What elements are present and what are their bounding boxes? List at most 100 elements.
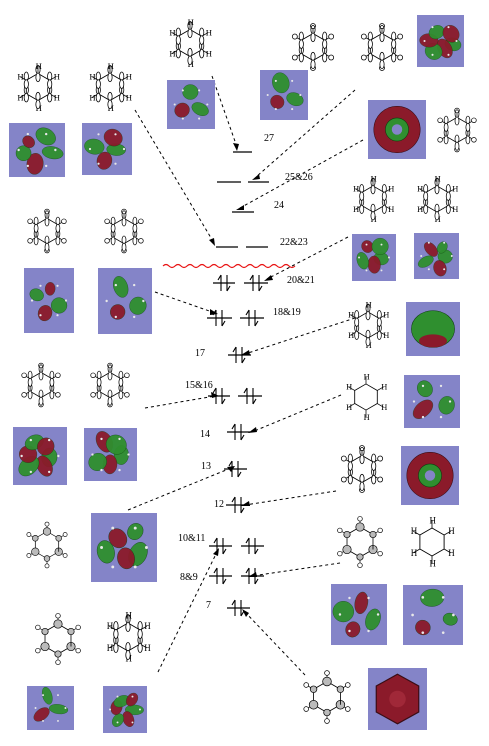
mo-image-25-26-b [417, 15, 464, 67]
connector-25-26 [255, 89, 356, 178]
mo-image-7 [368, 668, 427, 730]
svg-text:H: H [353, 205, 359, 214]
svg-text:H: H [107, 621, 114, 631]
schematic-12 [333, 440, 391, 498]
svg-text:H: H [381, 383, 387, 392]
mo-image-8-9-b [403, 585, 463, 645]
level-label-12: 12 [214, 499, 224, 510]
mo-image-12 [401, 446, 459, 505]
schematic-15-16-b [82, 358, 138, 412]
connector-arrows [127, 75, 364, 676]
electron-pair-12 [213, 567, 227, 585]
mo-image-15-16-a [13, 427, 67, 485]
mo-image-13 [91, 513, 157, 582]
schematic-24 [430, 103, 484, 157]
svg-text:H: H [364, 373, 370, 382]
schematic-8-9-a [330, 512, 390, 572]
svg-text:H: H [364, 413, 370, 422]
electron-pair-10 [213, 537, 227, 555]
connector-14 [251, 394, 342, 433]
mo-image-20-21-b [414, 233, 459, 279]
electron-pair-4 [232, 346, 246, 364]
mo-image-20-21-a [352, 234, 396, 281]
svg-text:H: H [371, 175, 377, 184]
level-label-27: 27 [264, 133, 274, 144]
connector-8-9 [251, 562, 341, 577]
svg-text:H: H [89, 71, 96, 81]
svg-text:H: H [430, 559, 437, 569]
svg-text:H: H [17, 71, 24, 81]
electron-pair-0 [217, 274, 231, 292]
svg-text:H: H [169, 48, 176, 58]
svg-text:H: H [206, 48, 213, 58]
svg-text:H: H [348, 331, 354, 340]
svg-text:H: H [411, 526, 418, 536]
svg-text:H: H [346, 383, 352, 392]
electron-pair-11 [245, 537, 259, 555]
svg-text:H: H [417, 185, 423, 194]
svg-text:H: H [381, 403, 387, 412]
arrow-heads [209, 143, 273, 617]
connector-17 [244, 317, 356, 355]
svg-text:H: H [411, 548, 418, 558]
svg-text:H: H [348, 311, 354, 320]
level-label-18-19: 18&19 [273, 307, 301, 318]
svg-text:H: H [107, 643, 114, 653]
svg-text:H: H [126, 71, 133, 81]
electron-pair-6 [243, 387, 257, 405]
level-label-20-21: 20&21 [287, 275, 315, 286]
svg-text:H: H [388, 185, 394, 194]
mo-image-15-16-b [84, 428, 137, 481]
level-label-13: 13 [201, 461, 211, 472]
connector-12 [244, 490, 337, 506]
level-label-17: 17 [195, 348, 205, 359]
connector-13 [127, 467, 232, 511]
mo-image-18-19-a [24, 268, 74, 333]
schematic-10-11-a [28, 608, 88, 670]
mo-image-25-26-a [260, 70, 308, 120]
electron-pair-1 [249, 274, 263, 292]
level-label-10-11: 10&11 [178, 533, 206, 544]
svg-text:H: H [448, 526, 455, 536]
connector-10-11 [157, 551, 218, 673]
mo-image-8-9-a [331, 584, 387, 645]
level-label-24: 24 [274, 200, 284, 211]
connector-7 [244, 611, 306, 676]
level-label-22-23: 22&23 [280, 237, 308, 248]
svg-text:H: H [366, 301, 372, 310]
level-label-14: 14 [200, 429, 210, 440]
connector-18-19 [154, 291, 216, 314]
mo-image-17 [406, 302, 460, 356]
mo-image-10-11-a [27, 686, 74, 730]
schematic-18-19-b [95, 204, 153, 258]
schematic-25-26-b [352, 18, 412, 76]
electron-pair-3 [245, 309, 259, 327]
svg-text:H: H [54, 92, 61, 102]
mo-image-18-19-b [98, 268, 152, 334]
level-label-7: 7 [206, 600, 211, 611]
svg-text:H: H [383, 311, 389, 320]
connector-15-16 [144, 395, 216, 409]
svg-text:H: H [126, 92, 133, 102]
svg-text:H: H [17, 92, 24, 102]
mo-image-22-23-b [82, 123, 132, 175]
schematic-7 [296, 666, 358, 728]
mo-image-22-23-a [9, 123, 65, 177]
svg-text:H: H [430, 515, 437, 525]
mo-image-27 [167, 80, 215, 129]
svg-text:H: H [383, 331, 389, 340]
level-label-15-16: 15&16 [185, 380, 213, 391]
svg-text:H: H [353, 185, 359, 194]
svg-text:H: H [144, 643, 151, 653]
svg-text:H: H [169, 27, 176, 37]
electron-pair-7 [231, 423, 245, 441]
connector-22-23 [134, 109, 215, 244]
svg-text:H: H [388, 205, 394, 214]
